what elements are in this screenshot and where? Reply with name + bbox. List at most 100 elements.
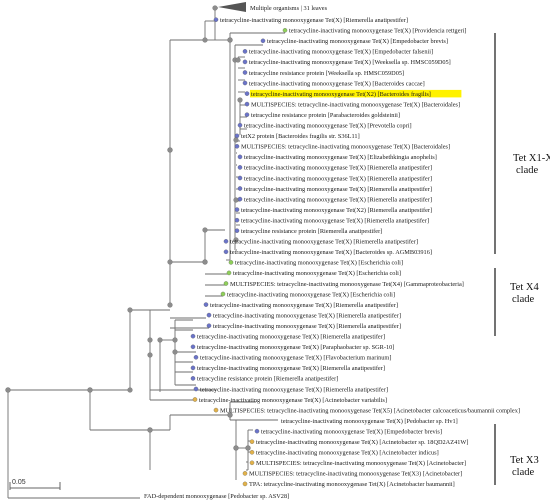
leaf-label: MULTISPECIES: tetracycline-inactivating … [241,144,450,151]
tree-leaf[interactable]: tetracycline-inactivating monooxygenase … [242,59,451,66]
tree-leaf[interactable]: MULTISPECIES: tetracycline-inactivating … [234,144,450,151]
tree-leaf[interactable]: tetX2 protein [Bacteroides fragilis str.… [234,133,360,140]
internal-node[interactable] [212,5,218,11]
tree-leaf[interactable]: tetracycline-inactivating monooxygenase … [234,218,429,225]
tree-leaf[interactable]: tetracycline-inactivating monooxygenase … [249,450,439,457]
tree-leaf[interactable]: tetracycline-inactivating monooxygenase … [192,397,387,404]
leaf-label: TPA: tetracycline-inactivating monooxyge… [249,481,455,488]
tree-leaf[interactable]: MULTISPECIES: tetracycline-inactivating … [242,471,462,478]
tree-leaf[interactable]: tetracycline-inactivating monooxygenase … [237,123,412,130]
tree-leaf[interactable]: tetracycline-inactivating monooxygenase … [281,418,458,425]
tree-leaf[interactable]: tetracycline-inactivating monooxygenase … [237,175,432,182]
leaf-node-dot [234,133,240,139]
tree-leaf[interactable]: tetracycline resistance protein [Riemere… [190,376,338,383]
leaf-label: tetracycline resistance protein [Riemere… [197,376,338,383]
tree-leaf[interactable]: tetracycline-inactivating monooxygenase … [190,334,385,341]
leaf-label: tetracycline-inactivating monooxygenase … [200,386,388,393]
tree-leaf[interactable]: tetracycline-inactivating monooxygenase … [228,260,403,267]
tree-leaf[interactable]: tetracycline-inactivating monooxygenase … [220,291,395,298]
internal-node[interactable] [172,349,178,355]
tree-leaf[interactable]: tetracycline resistance protein [Weeksel… [242,70,404,77]
tree-leaf[interactable]: tetracycline resistance protein [Riemere… [234,228,382,235]
internal-node[interactable] [233,197,239,203]
clade-annotations: Tet X1-X2 clade Tet X4 clade Tet X3 clad… [494,33,550,485]
tree-leaf[interactable]: tetracycline-inactivating monooxygenase … [242,49,433,56]
leaf-node-dot [242,59,248,65]
internal-node[interactable] [245,445,251,451]
tree-leaf[interactable]: MULTISPECIES: tetracycline-inactivating … [213,407,520,414]
internal-node[interactable] [167,302,173,308]
leaf-node-dot [234,144,240,149]
tree-leaf[interactable]: tetracycline-inactivating monooxygenase … [244,89,462,98]
leaf-highlight [250,89,462,98]
internal-node[interactable] [167,147,173,153]
tree-leaf[interactable]: tetracycline-inactivating monooxygenase … [234,207,432,214]
leaf-node-dot [249,460,255,466]
tree-leaf[interactable]: tetracycline-inactivating monooxygenase … [237,154,437,161]
leaf-node-dot [206,323,212,328]
internal-node[interactable] [227,37,233,43]
leaf-label: tetracycline-inactivating monooxygenase … [249,49,433,56]
tree-leaf[interactable]: TPA: tetracycline-inactivating monooxyge… [242,481,455,488]
internal-node[interactable] [233,237,239,243]
internal-node[interactable] [233,137,239,143]
tree-leaf[interactable]: tetracycline-inactivating monooxygenase … [223,239,418,246]
leaf-node-dot [242,471,248,476]
tree-leaf[interactable]: MULTISPECIES: tetracycline-inactivating … [223,281,464,288]
internal-node[interactable] [227,412,233,418]
tree-leaf[interactable]: tetracycline-inactivating monooxygenase … [237,196,432,203]
leaf-node-dot [254,428,260,434]
tree-leaf[interactable]: tetracycline-inactivating monooxygenase … [203,302,398,309]
internal-node[interactable] [147,352,153,358]
tree-leaf[interactable]: tetracycline-inactivating monooxygenase … [242,80,425,87]
internal-node[interactable] [87,387,93,393]
collapsed-triangle[interactable] [218,2,246,12]
internal-node[interactable] [147,427,153,433]
tree-leaf[interactable]: tetracycline-inactivating monooxygenase … [190,344,394,351]
tree-leaf[interactable]: tetracycline-inactivating monooxygenase … [213,17,408,24]
internal-node[interactable] [157,337,163,343]
leaf-label: tetracycline-inactivating monooxygenase … [251,91,431,98]
internal-node[interactable] [167,259,173,265]
internal-node[interactable] [127,387,133,393]
internal-node[interactable] [202,37,208,43]
internal-node[interactable] [147,337,153,343]
tree-leaf[interactable]: tetracycline-inactivating monooxygenase … [237,165,432,172]
leaf-node-dot [193,386,199,392]
tree-leaf[interactable]: tetracycline-inactivating monooxygenase … [193,386,388,393]
leaf-label: tetracycline resistance protein [Weeksel… [249,70,404,77]
internal-node[interactable] [235,57,241,63]
tree-leaf[interactable]: tetracycline-inactivating monooxygenase … [193,355,392,362]
tree-leaf[interactable]: tetracycline resistance protein [Parabac… [244,112,400,119]
internal-node[interactable] [5,387,11,393]
leaf-label: tetracycline resistance protein [Riemere… [241,228,382,235]
scale-bar-label: 0.05 [12,479,26,486]
internal-node[interactable] [172,337,178,343]
collapsed-clade[interactable]: Multiple organisms | 31 leaves [218,2,328,12]
tree-leaf[interactable]: MULTISPECIES: tetracycline-inactivating … [249,460,466,467]
leaf-label: tetracycline-inactivating monooxygenase … [244,123,412,130]
tree-leaf[interactable]: tetracycline-inactivating monooxygenase … [206,323,401,330]
tree-leaf[interactable]: tetracycline-inactivating monooxygenase … [237,186,432,193]
tree-leaf[interactable]: MULTISPECIES: tetracycline-inactivating … [244,101,460,108]
tree-leaf[interactable]: tetracycline-inactivating monooxygenase … [226,270,401,277]
leaf-label: tetracycline-inactivating monooxygenase … [244,154,437,161]
tree-leaf[interactable]: FAD-dependent monooxygenase [Pedobacter … [144,493,289,500]
internal-node[interactable] [233,445,239,451]
tree-leaf[interactable]: tetracycline-inactivating monooxygenase … [190,365,385,372]
tree-leaf[interactable]: tetracycline-inactivating monooxygenase … [260,38,448,45]
tree-leaf[interactable]: tetracycline-inactivating monooxygenase … [282,28,467,35]
internal-node[interactable] [127,307,133,313]
tree-leaf[interactable]: tetracycline-inactivating monooxygenase … [249,439,469,446]
leaf-label: MULTISPECIES: tetracycline-inactivating … [249,471,462,478]
internal-node[interactable] [237,97,243,103]
leaf-label: tetracycline-inactivating monooxygenase … [244,175,432,182]
tree-leaf[interactable]: tetracycline-inactivating monooxygenase … [223,249,432,256]
leaf-node-dot [260,38,266,44]
internal-node[interactable] [202,227,208,233]
internal-node[interactable] [202,259,208,265]
tree-leaf[interactable]: tetracycline-inactivating monooxygenase … [206,312,401,319]
clade-label-tetx4: Tet X4 [510,282,539,293]
leaf-label: tetracycline-inactivating monooxygenase … [241,207,432,214]
tree-leaf[interactable]: tetracycline-inactivating monooxygenase … [254,428,442,436]
